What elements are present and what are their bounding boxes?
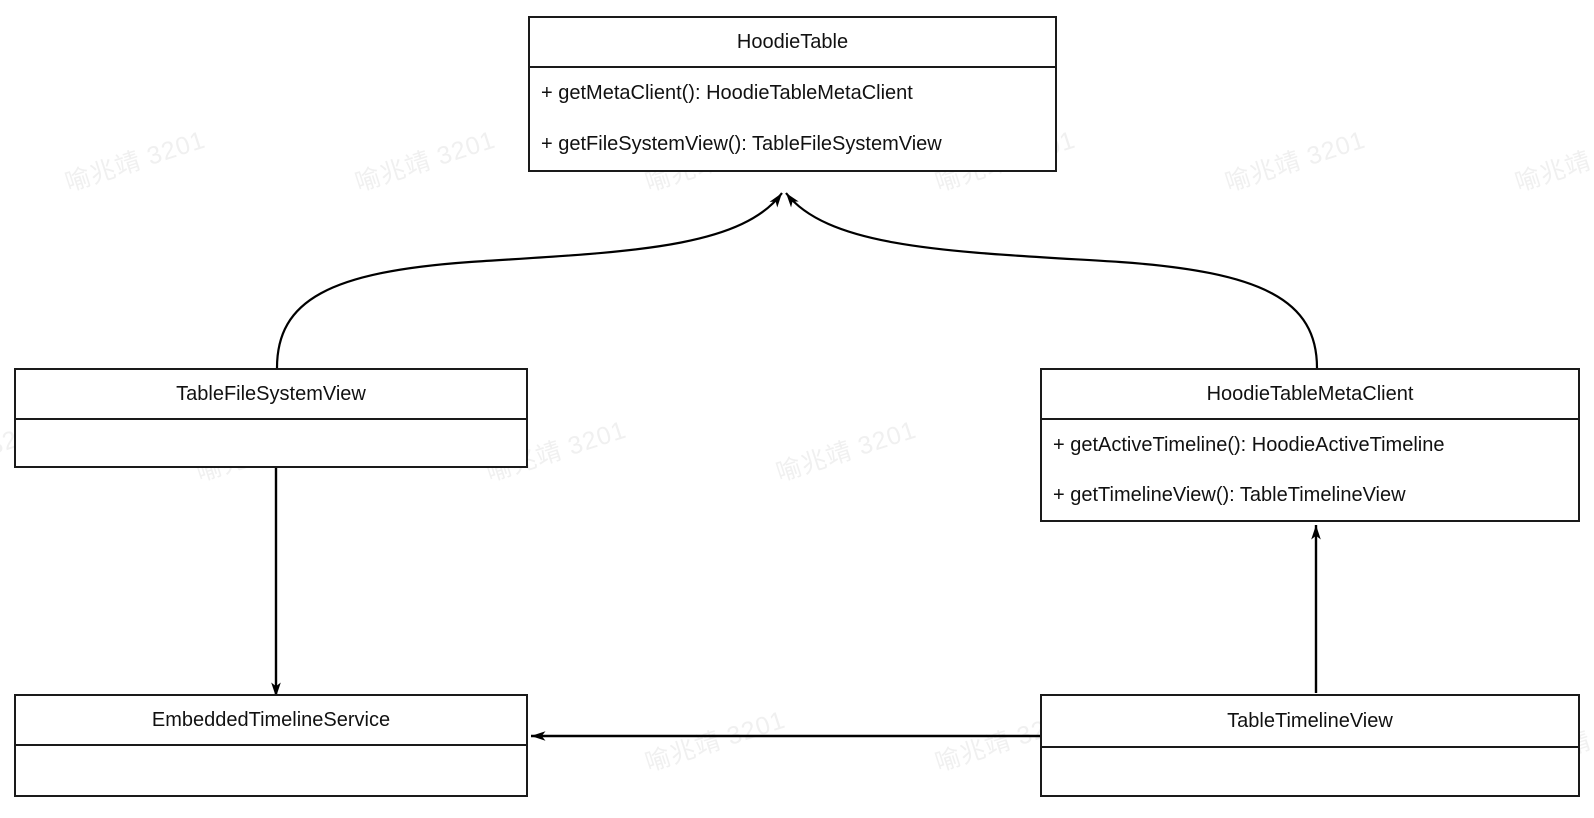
class-members-table-timeline-view [1042,748,1578,797]
class-member: + getMetaClient(): HoodieTableMetaClient [541,82,913,104]
class-members-embedded-timeline-service [16,746,526,797]
class-box-table-file-system-view[interactable]: TableFileSystemView [14,368,528,468]
class-name-hoodie-table: HoodieTable [530,18,1055,68]
watermark-text: 喻兆靖 3201 [61,125,209,198]
edge-tablefilesystemview-to-hoodietable [275,192,783,369]
class-name-embedded-timeline-service: EmbeddedTimelineService [16,696,526,746]
class-name-table-file-system-view: TableFileSystemView [16,370,526,420]
class-box-table-timeline-view[interactable]: TableTimelineView [1040,694,1580,797]
class-box-hoodie-table[interactable]: HoodieTable + getMetaClient(): HoodieTab… [528,16,1057,172]
watermark-text: 喻兆靖 3201 [772,415,920,488]
class-member: + getFileSystemView(): TableFileSystemVi… [541,133,942,155]
class-name-hoodie-table-meta-client: HoodieTableMetaClient [1042,370,1578,420]
watermark-text: 喻兆靖 3201 [351,125,499,198]
class-member: + getTimelineView(): TableTimelineView [1053,483,1406,506]
watermark-text: 喻兆靖 3201 [1511,126,1594,198]
class-box-hoodie-table-meta-client[interactable]: HoodieTableMetaClient + getActiveTimelin… [1040,368,1580,522]
class-box-embedded-timeline-service[interactable]: EmbeddedTimelineService [14,694,528,797]
watermark-text: 喻兆靖 3201 [641,705,789,778]
class-members-hoodie-table-meta-client: + getActiveTimeline(): HoodieActiveTimel… [1042,420,1578,520]
class-members-hoodie-table: + getMetaClient(): HoodieTableMetaClient… [530,68,1055,170]
watermark-text: 喻兆靖 3201 [1221,125,1369,198]
class-member: + getActiveTimeline(): HoodieActiveTimel… [1053,433,1445,456]
class-name-table-timeline-view: TableTimelineView [1042,696,1578,748]
class-members-table-file-system-view [16,420,526,468]
edge-hoodietablemetaclient-to-hoodietable [785,192,1319,369]
